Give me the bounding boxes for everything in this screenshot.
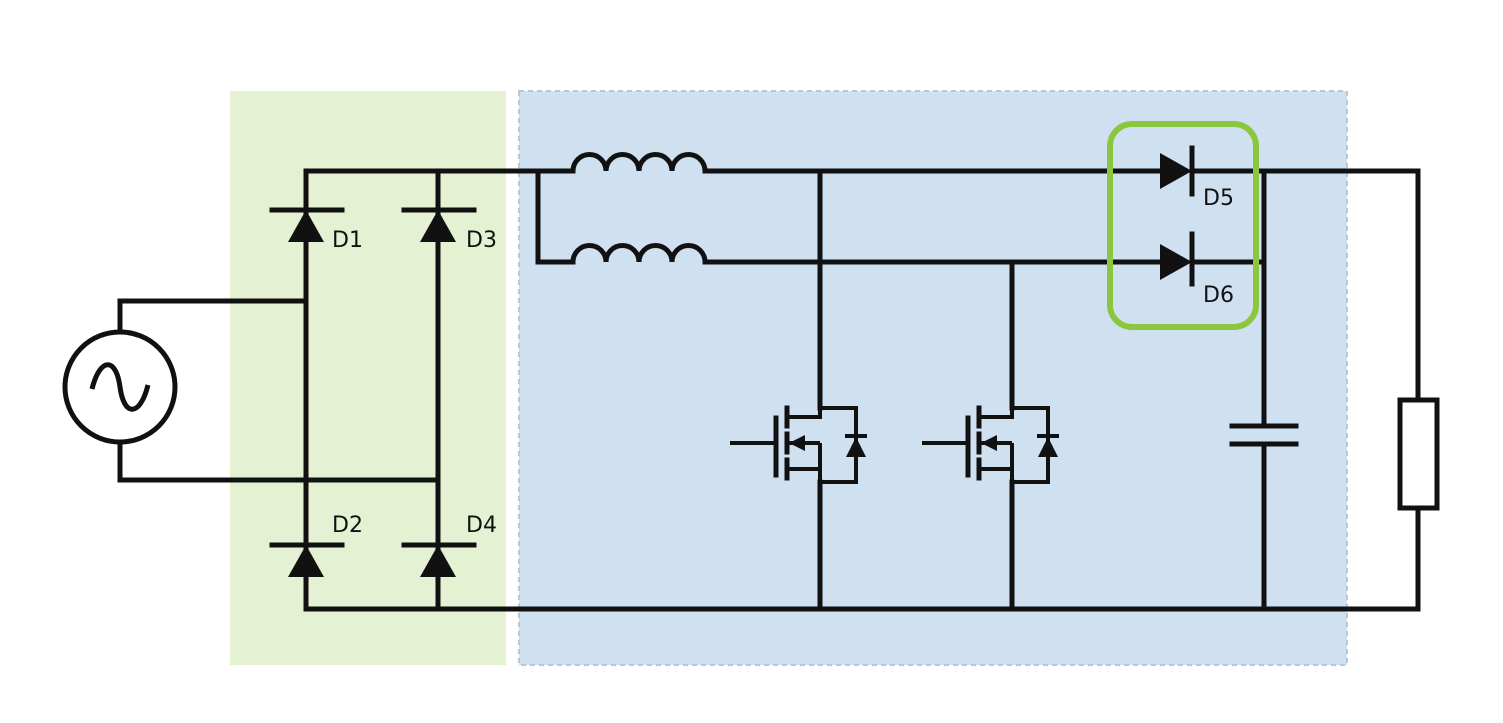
label-d5: D5 <box>1203 186 1234 211</box>
label-d4: D4 <box>466 513 497 538</box>
mosfet-q2 <box>922 259 1059 612</box>
bridge-rectifier-region <box>230 91 506 665</box>
output-diodes-highlight <box>1107 121 1259 330</box>
inductor-l1 <box>570 152 708 174</box>
label-d6: D6 <box>1203 283 1234 308</box>
diode-d2 <box>269 542 345 577</box>
rectifier-wiring <box>303 168 1421 612</box>
output-capacitor <box>1229 168 1299 612</box>
ac-input-wires <box>117 298 441 483</box>
ac-source <box>62 329 178 445</box>
diode-d1 <box>269 207 345 242</box>
label-d3: D3 <box>466 228 497 253</box>
inductor-l2 <box>570 243 708 265</box>
diode-d3 <box>401 207 477 242</box>
label-d2: D2 <box>332 513 363 538</box>
phase-rails <box>702 168 1163 265</box>
load-resistor <box>1397 168 1440 612</box>
mosfet-q1 <box>730 168 867 612</box>
diode-d5 <box>1160 145 1421 197</box>
diode-d4 <box>401 542 477 577</box>
diode-d6 <box>1160 231 1266 287</box>
pfc-stage-region <box>518 90 1348 666</box>
inductor-branch-wiring <box>535 168 576 265</box>
label-d1: D1 <box>332 228 363 253</box>
